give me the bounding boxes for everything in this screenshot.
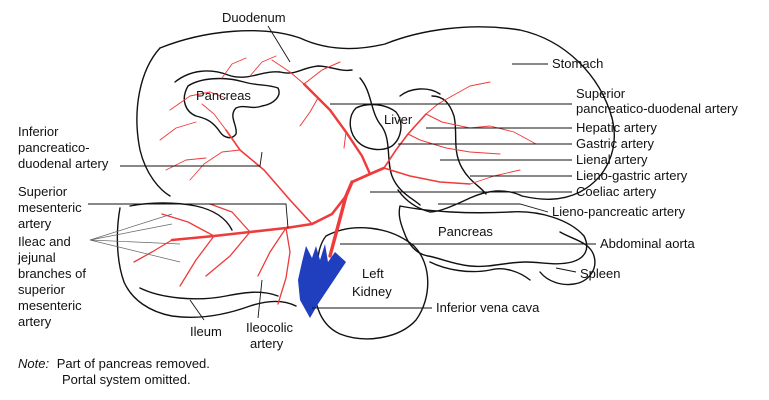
kidney-label-line2: Kidney	[352, 284, 392, 299]
jejunal-branches	[133, 203, 287, 287]
label-ileac-5: mesenteric	[18, 298, 82, 313]
stomach-vessels	[445, 81, 537, 185]
lienal-artery	[383, 167, 471, 185]
gastric-artery	[383, 113, 427, 169]
pancreas-lower-label: Pancreas	[438, 224, 493, 239]
label-duodenum: Duodenum	[222, 10, 286, 25]
liver-label: Liver	[384, 112, 413, 127]
pancreas-upper-label: Pancreas	[196, 88, 251, 103]
leader-inferior-pd	[120, 151, 263, 167]
label-lieno-pancreatic: Lieno-pancreatic artery	[552, 204, 685, 219]
leader-duodenum	[267, 25, 291, 63]
stomach-fold-b	[431, 95, 487, 195]
label-ileum: Ileum	[190, 324, 222, 339]
label-spleen: Spleen	[580, 266, 620, 281]
leader-ileac-4	[89, 239, 181, 263]
inferior-pd-artery	[225, 129, 313, 225]
note-line1: Note: Part of pancreas removed.	[18, 356, 210, 371]
label-lieno-gastric: Lieno-gastric artery	[576, 168, 688, 183]
leader-lieno-pancreatic	[438, 203, 549, 213]
label-ileac-6: artery	[18, 314, 52, 329]
label-inferior-pd-1: Inferior	[18, 124, 59, 139]
label-ileocolic-1: Ileocolic	[246, 320, 293, 335]
organ-outlines	[136, 26, 615, 213]
pancreas-tail-edge	[429, 261, 531, 281]
label-superior-pd-2: pancreatico-duodenal artery	[576, 101, 738, 116]
leader-ileac-1	[89, 213, 173, 241]
label-inferior-pd-2: pancreatico-	[18, 140, 90, 155]
spleen-outline	[539, 231, 596, 286]
label-coeliac: Coeliac artery	[576, 184, 657, 199]
leader-lines	[88, 25, 596, 321]
note-text-1: Part of pancreas removed.	[57, 356, 210, 371]
hepatic-branches	[271, 59, 347, 149]
label-inferior-pd-3: duodenal artery	[18, 156, 109, 171]
leader-ileocolic	[257, 279, 263, 319]
duodenal-arcade	[159, 55, 277, 181]
stomach-fold-a	[359, 77, 421, 206]
label-ileocolic-2: artery	[250, 336, 284, 351]
label-ileac-1: Ileac and	[18, 234, 71, 249]
label-lienal: Lienal artery	[576, 152, 648, 167]
note-line2: Portal system omitted.	[62, 372, 191, 387]
label-abdominal-aorta: Abdominal aorta	[600, 236, 695, 251]
inferior-vena-cava	[298, 244, 346, 318]
leader-ileum	[189, 299, 205, 321]
label-sup-mes-3: artery	[18, 216, 52, 231]
ileocolic-artery	[277, 227, 291, 305]
label-sup-mes-2: mesenteric	[18, 200, 82, 215]
pancreas-lower-outline	[398, 205, 588, 268]
intestine-lower-curve	[139, 287, 279, 300]
kidney-label-line1: Left	[362, 266, 384, 281]
label-inferior-vena-cava: Inferior vena cava	[436, 300, 540, 315]
label-ileac-2: jejunal	[17, 250, 56, 265]
stomach-fold-c	[399, 88, 441, 97]
leader-spleen	[555, 267, 577, 273]
leader-ileac-2	[89, 223, 173, 241]
label-stomach: Stomach	[552, 56, 603, 71]
note-prefix: Note:	[18, 356, 49, 371]
pancreas-upper-outline	[183, 77, 280, 139]
leader-sup-mes	[88, 203, 289, 229]
leader-ileac-3	[89, 239, 181, 245]
label-sup-mes-1: Superior	[18, 184, 68, 199]
label-hepatic: Hepatic artery	[576, 120, 657, 135]
abdominal-aorta	[328, 180, 354, 258]
duodenum-left-curve	[136, 47, 171, 197]
intestine-loop	[116, 207, 297, 318]
hepatic-artery	[302, 82, 372, 176]
label-superior-pd-1: Superior	[576, 86, 626, 101]
superior-mesenteric-artery	[170, 194, 348, 242]
label-gastric: Gastric artery	[576, 136, 655, 151]
arterial-tree	[133, 55, 537, 305]
stomach-outline	[159, 26, 615, 213]
label-ileac-4: superior	[18, 282, 66, 297]
liver-outline	[349, 103, 402, 151]
label-ileac-3: branches of	[18, 266, 86, 281]
